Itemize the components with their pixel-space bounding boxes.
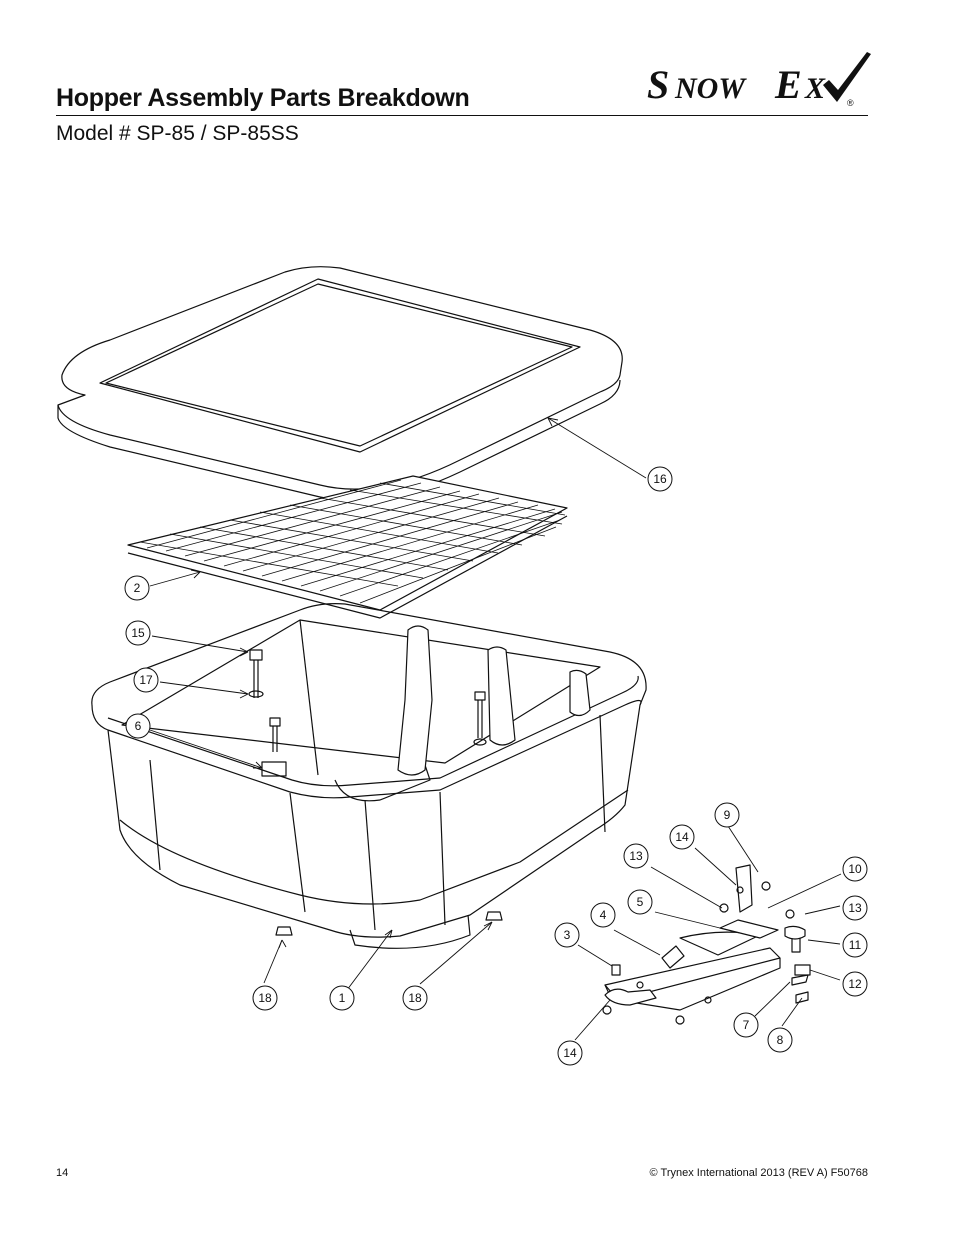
svg-text:7: 7: [743, 1018, 750, 1032]
model-subtitle: Model # SP-85 / SP-85SS: [56, 122, 299, 145]
svg-text:1: 1: [339, 991, 346, 1005]
callout-1-hopper: 1: [329, 985, 355, 1011]
lid-cover: [57, 266, 623, 501]
header-rule: [56, 115, 868, 116]
svg-text:16: 16: [653, 472, 667, 486]
callout-17-washer: 17: [133, 667, 159, 693]
svg-text:5: 5: [637, 895, 644, 909]
svg-text:11: 11: [849, 938, 862, 952]
grate: [127, 475, 568, 619]
svg-text:3: 3: [564, 928, 571, 942]
svg-text:2: 2: [134, 581, 141, 595]
callout-4: 4: [590, 902, 616, 928]
svg-text:8: 8: [777, 1033, 784, 1047]
leader-lines: [149, 417, 842, 1041]
svg-text:4: 4: [600, 908, 607, 922]
callout-6-bracket: 6: [125, 713, 151, 739]
svg-text:E: E: [774, 62, 802, 107]
callout-16-lid: 16: [647, 466, 673, 492]
svg-text:13: 13: [848, 901, 862, 915]
svg-text:15: 15: [131, 626, 145, 640]
svg-text:S: S: [647, 62, 669, 107]
callouts: 16 2 15 17 6 9 14 13 10 5 13 4 3 11 12 1…: [124, 466, 868, 1066]
callout-15-bolt: 15: [125, 620, 151, 646]
callout-8: 8: [767, 1027, 793, 1053]
callout-9: 9: [714, 802, 740, 828]
callout-12: 12: [842, 971, 868, 997]
callout-14-upper: 14: [669, 824, 695, 850]
page-number: 14: [56, 1167, 69, 1179]
svg-text:14: 14: [563, 1046, 577, 1060]
svg-text:13: 13: [629, 849, 643, 863]
callout-11: 11: [842, 932, 868, 958]
callout-2-grate: 2: [124, 575, 150, 601]
hopper-body: [91, 603, 647, 949]
svg-text:NOW: NOW: [674, 72, 747, 105]
page-title: Hopper Assembly Parts Breakdown: [56, 84, 470, 112]
snowex-logo: S NOW E X ®: [647, 52, 871, 108]
callout-7: 7: [733, 1012, 759, 1038]
gate-assembly: [602, 864, 811, 1025]
svg-text:18: 18: [258, 991, 272, 1005]
callout-10: 10: [842, 856, 868, 882]
svg-text:14: 14: [675, 830, 689, 844]
callout-13-right: 13: [842, 895, 868, 921]
svg-text:12: 12: [848, 977, 862, 991]
callout-13-left: 13: [623, 843, 649, 869]
svg-text:10: 10: [848, 862, 862, 876]
callout-18-left: 18: [252, 985, 278, 1011]
callout-5: 5: [627, 889, 653, 915]
svg-text:X: X: [804, 72, 826, 105]
svg-text:®: ®: [847, 98, 854, 108]
svg-text:18: 18: [408, 991, 422, 1005]
callout-18-right: 18: [402, 985, 428, 1011]
svg-text:17: 17: [139, 673, 153, 687]
copyright-notice: © Trynex International 2013 (REV A) F507…: [649, 1167, 868, 1179]
svg-text:6: 6: [135, 719, 142, 733]
callout-3: 3: [554, 922, 580, 948]
callout-14-lower: 14: [557, 1040, 583, 1066]
svg-text:9: 9: [724, 808, 731, 822]
